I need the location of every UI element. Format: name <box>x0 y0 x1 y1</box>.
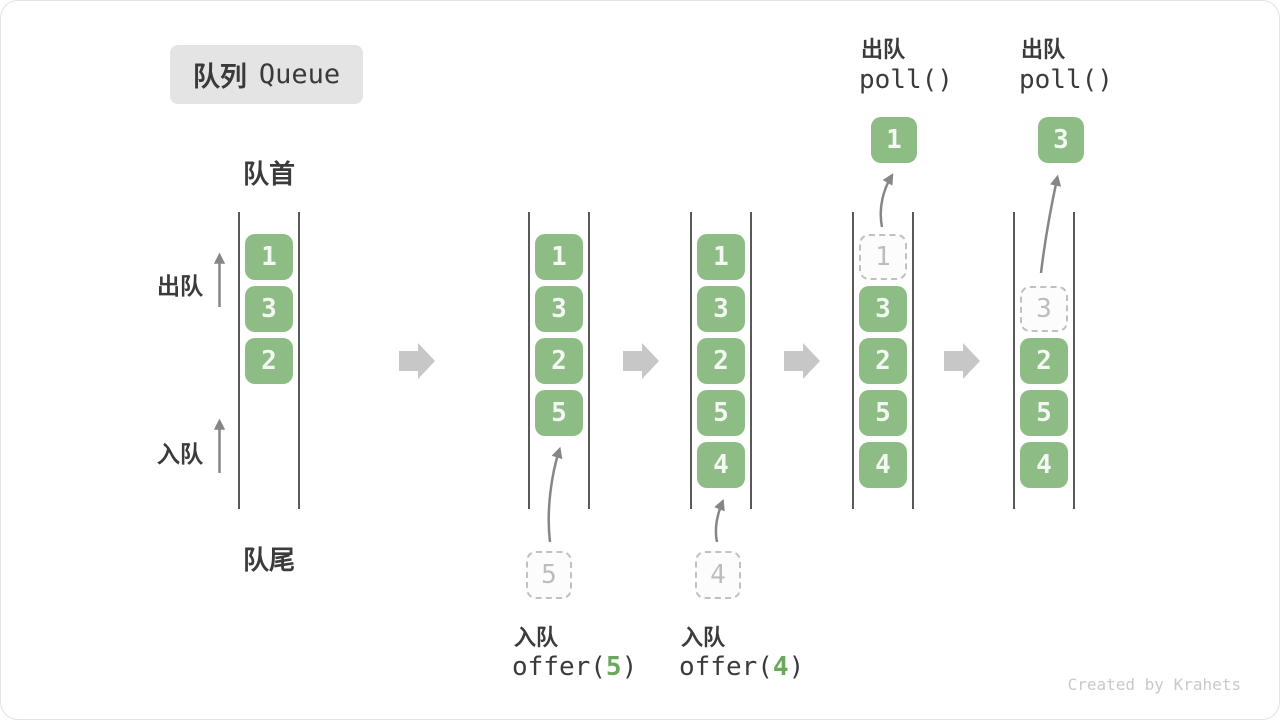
queue-box: 2 <box>535 338 583 384</box>
title-en-label: Queue <box>258 59 341 90</box>
queue-box: 2 <box>245 338 293 384</box>
queue-rear-label: 队尾 <box>242 545 295 575</box>
title-zh-label: 队列 <box>192 62 247 92</box>
offer4-op-label: 入队 <box>681 625 726 650</box>
incoming-ghost-box: 4 <box>695 551 741 599</box>
code-fn-close: ) <box>621 652 638 682</box>
queue-box: 4 <box>1020 442 1068 488</box>
watermark: Created by Krahets <box>1067 675 1241 694</box>
code-arg: 5 <box>605 652 622 682</box>
step-arrow-icon <box>784 343 820 379</box>
removed-ghost-box: 1 <box>859 234 907 280</box>
step-arrow-icon <box>399 343 435 379</box>
offer5-op-label: 入队 <box>514 625 559 650</box>
queue-box: 3 <box>859 286 907 332</box>
code-arg: 4 <box>772 652 789 682</box>
poll3-op-code: poll() <box>1019 65 1113 95</box>
poll3-op-label: 出队 <box>1021 37 1066 62</box>
offer4-op-code: offer(4) <box>679 652 804 682</box>
queue-box: 2 <box>697 338 745 384</box>
step-arrow-icon <box>623 343 659 379</box>
removed-ghost-box: 3 <box>1020 286 1068 332</box>
poll1-op-label: 出队 <box>861 37 906 62</box>
code-fn-open: offer( <box>512 652 606 682</box>
offer5-arrow-icon <box>547 446 563 543</box>
poll1-op-code: poll() <box>859 65 953 95</box>
poll3-arrow-icon <box>1039 174 1062 274</box>
queue-box: 5 <box>859 390 907 436</box>
offer4-arrow-icon <box>714 498 725 543</box>
polled-value-box: 1 <box>871 117 917 163</box>
queue-3-walls <box>690 212 752 509</box>
queue-1-walls <box>238 212 300 509</box>
queue-box: 4 <box>697 442 745 488</box>
polled-value-box: 3 <box>1038 117 1084 163</box>
queue-box: 2 <box>1020 338 1068 384</box>
queue-box: 3 <box>535 286 583 332</box>
queue-box: 5 <box>697 390 745 436</box>
incoming-ghost-box: 5 <box>526 551 572 599</box>
code-fn-open: offer( <box>679 652 773 682</box>
queue-box: 1 <box>245 234 293 280</box>
code-fn-close: ) <box>788 652 805 682</box>
queue-2-walls <box>528 212 590 509</box>
queue-4-walls <box>852 212 914 509</box>
queue-box: 1 <box>535 234 583 280</box>
queue-5-walls <box>1013 212 1075 509</box>
title-badge: 队列 Queue <box>170 45 363 104</box>
enqueue-label: 入队 <box>157 441 203 467</box>
queue-front-label: 队首 <box>242 159 295 189</box>
offer5-op-code: offer(5) <box>512 652 637 682</box>
queue-box: 5 <box>1020 390 1068 436</box>
step-arrow-icon <box>944 343 980 379</box>
poll1-arrow-icon <box>879 173 894 228</box>
queue-box: 1 <box>697 234 745 280</box>
dequeue-label: 出队 <box>157 273 203 299</box>
queue-box: 4 <box>859 442 907 488</box>
queue-box: 3 <box>245 286 293 332</box>
queue-box: 3 <box>697 286 745 332</box>
queue-box: 2 <box>859 338 907 384</box>
queue-box: 5 <box>535 390 583 436</box>
